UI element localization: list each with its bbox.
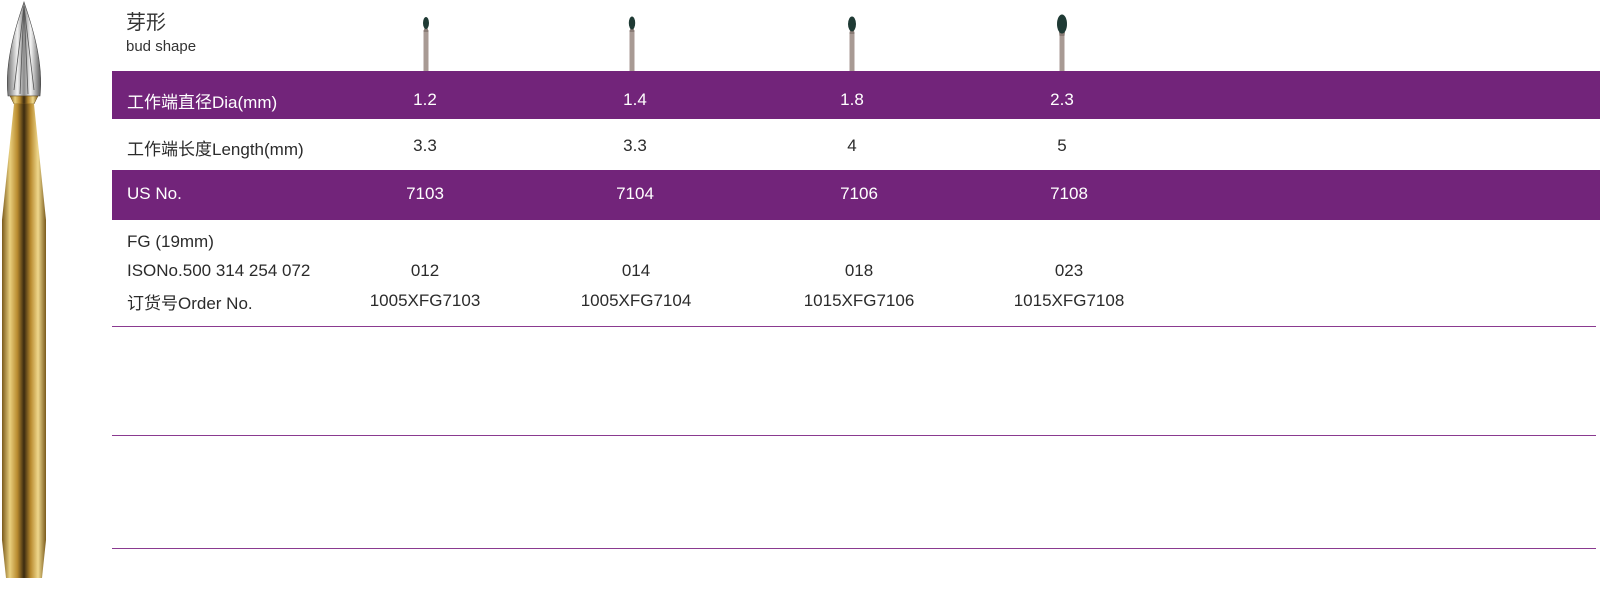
- us-number-7106: 7106: [840, 184, 878, 203]
- bur-thumbnail-7106: [848, 16, 856, 72]
- length-value-7104: 3.3: [623, 136, 647, 155]
- fg-shank-label: FG (19mm): [127, 232, 214, 251]
- diameter-row-band: [112, 71, 1600, 119]
- diameter-value-7106: 1.8: [840, 90, 864, 109]
- diameter-value-7108: 2.3: [1050, 90, 1074, 109]
- diameter-value-7103: 1.2: [413, 90, 437, 109]
- shape-title-chinese: 芽形: [126, 12, 166, 34]
- iso-number-label: ISONo.500 314 254 072: [127, 261, 311, 280]
- us-number-label: US No.: [127, 184, 182, 203]
- length-label: 工作端长度Length(mm): [127, 140, 304, 159]
- bur-thumbnail-7103: [423, 17, 429, 72]
- order-number-7106: 1015XFG7106: [803, 291, 915, 310]
- iso-code-7106: 018: [844, 261, 874, 280]
- bur-thumbnail-7104: [628, 16, 636, 72]
- iso-code-7103: 012: [410, 261, 440, 280]
- length-value-7106: 4: [847, 136, 857, 155]
- order-number-7108: 1015XFG7108: [1013, 291, 1125, 310]
- bud-bur-illustration: [2, 1, 46, 578]
- bur-thumbnail-7108: [1057, 14, 1067, 72]
- table-divider-3: [112, 548, 1596, 549]
- order-number-label: 订货号Order No.: [127, 294, 253, 313]
- shape-title-english: bud shape: [126, 38, 197, 55]
- us-number-row-band: [112, 170, 1600, 220]
- table-divider-2: [112, 435, 1596, 436]
- length-value-7103: 3.3: [413, 136, 437, 155]
- diameter-value-7104: 1.4: [623, 90, 647, 109]
- iso-code-7108: 023: [1054, 261, 1084, 280]
- order-number-7103: 1005XFG7103: [369, 291, 481, 310]
- table-divider-1: [112, 326, 1596, 327]
- us-number-7108: 7108: [1050, 184, 1088, 203]
- diameter-label: 工作端直径Dia(mm): [127, 93, 278, 112]
- iso-code-7104: 014: [621, 261, 651, 280]
- us-number-7104: 7104: [616, 184, 654, 203]
- order-number-7104: 1005XFG7104: [580, 291, 692, 310]
- length-value-7108: 5: [1057, 136, 1067, 155]
- us-number-7103: 7103: [406, 184, 444, 203]
